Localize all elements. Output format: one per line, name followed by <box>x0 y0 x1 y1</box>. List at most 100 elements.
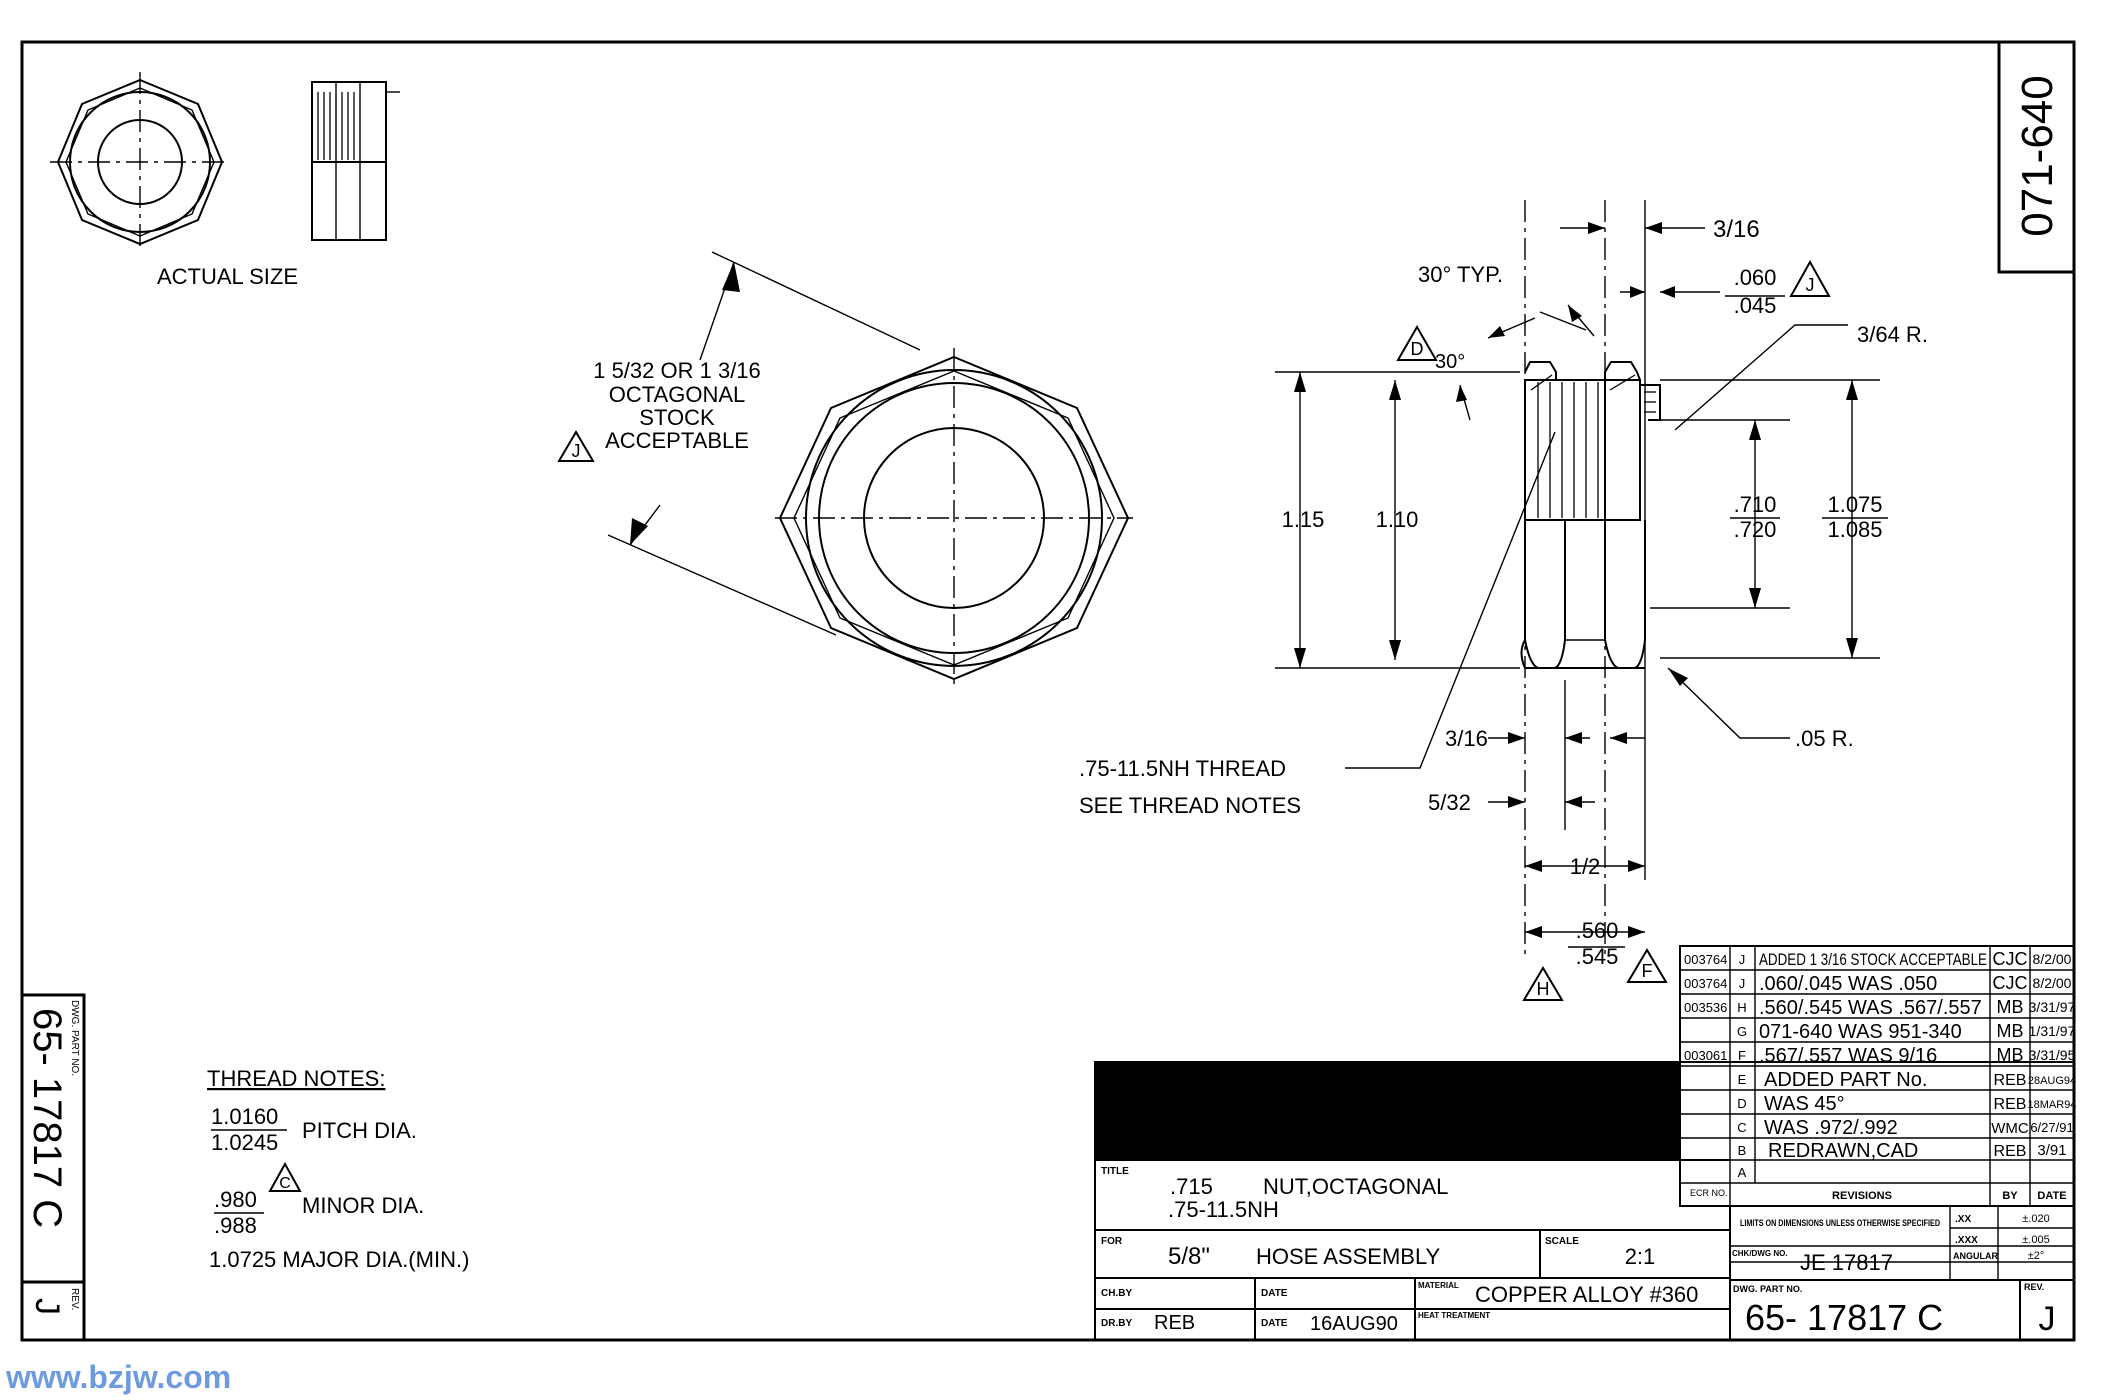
scale-label: SCALE <box>1545 1236 1579 1247</box>
side-block-rev: J <box>28 1298 66 1315</box>
minor-dia-lower: .988 <box>214 1213 257 1238</box>
rev-row-3-desc: 071-640 WAS 951-340 <box>1759 1021 1962 1043</box>
dim-top-width: 3/16 <box>1713 216 1760 243</box>
rev-row-4-rev: F <box>1738 1048 1746 1063</box>
flag-j: J <box>1806 275 1815 295</box>
dim-lower-532: 5/32 <box>1428 790 1471 815</box>
dim-radius-top: 3/64 R. <box>1857 322 1928 347</box>
for-value: HOSE ASSEMBLY <box>1256 1244 1441 1269</box>
chk-dwg-label: CHK/DWG NO. <box>1732 1249 1788 1258</box>
dim-angle-30: 30° <box>1435 351 1465 373</box>
revision-table: 003764 J ADDED 1 3/16 STOCK ACCEPTABLE C… <box>1679 945 2076 1207</box>
dr-date: 16AUG90 <box>1310 1313 1398 1335</box>
watermark: www.bzjw.com <box>5 1359 231 1395</box>
rev-row-8-date: 3/91 <box>2037 1142 2066 1159</box>
flag-h: H <box>1537 979 1550 999</box>
rev-row-5-rev: E <box>1738 1072 1747 1087</box>
dim-radius-bottom: .05 R. <box>1795 726 1854 751</box>
stock-note-line2: OCTAGONAL <box>609 382 746 407</box>
rev-row-1-date: 8/2/00 <box>2033 975 2072 991</box>
dim-bore-lower: .720 <box>1734 517 1777 542</box>
side-block-rev-label: REV. <box>69 1288 80 1310</box>
rev-row-7-rev: C <box>1737 1120 1746 1135</box>
section-dimensions: 30° TYP. 30° D 3/16 .060 .045 J 3/64 R. … <box>1282 216 1928 1001</box>
rev-row-8-rev: B <box>1738 1143 1747 1158</box>
rev-row-4-desc: .567/.557 WAS 9/16 <box>1759 1045 1937 1067</box>
scale-value: 2:1 <box>1625 1244 1656 1269</box>
redacted-company-block <box>1095 1062 1680 1160</box>
limits-label: LIMITS ON DIMENSIONS UNLESS OTHERWISE SP… <box>1740 1218 1940 1228</box>
part-label: DWG. PART NO. <box>1733 1284 1802 1294</box>
rev-row-8-by: REB <box>1994 1143 2027 1160</box>
side-part-number-block: DWG. PART NO. 65- 17817 C REV. J <box>20 993 86 1342</box>
rev-row-3-by: MB <box>1997 1021 2024 1041</box>
drawing-border <box>20 40 2076 1342</box>
rev-row-3-rev: G <box>1737 1024 1747 1039</box>
minor-dia-flag: C <box>279 1175 291 1192</box>
rev-row-6-by: REB <box>1994 1096 2027 1113</box>
rev-row-7-desc: WAS .972/.992 <box>1764 1117 1898 1139</box>
rev-row-5-desc: ADDED PART No. <box>1764 1069 1927 1091</box>
revision-flag-j-triangle-2 <box>1789 259 1831 297</box>
pitch-dia-lower: 1.0245 <box>211 1130 278 1155</box>
octagon-front-view <box>607 251 1133 690</box>
rev-row-6-rev: D <box>1737 1096 1746 1111</box>
dim-groove-lower: .045 <box>1734 293 1777 318</box>
dim-groove-upper: .060 <box>1734 265 1777 290</box>
dr-by: REB <box>1154 1312 1195 1334</box>
part-no: 65- 17817 C <box>1745 1297 1943 1338</box>
rev-row-1-desc: .060/.045 WAS .050 <box>1759 973 1937 995</box>
rev-row-8-desc: REDRAWN,CAD <box>1768 1140 1918 1162</box>
section-view <box>1275 200 1880 960</box>
tol-xxx: ±.005 <box>2022 1234 2049 1246</box>
side-block-number: 65- 17817 C <box>25 1008 69 1228</box>
tol-xxx-label: .XXX <box>1955 1235 1978 1246</box>
dim-length-upper: .560 <box>1576 918 1619 943</box>
title-part2: NUT,OCTAGONAL <box>1263 1174 1448 1199</box>
minor-dia-upper: .980 <box>214 1187 257 1212</box>
rev-row-0-ecn: 003764 <box>1684 952 1727 967</box>
minor-dia-label: MINOR DIA. <box>302 1193 424 1218</box>
stock-note-line4: ACCEPTABLE <box>605 428 749 453</box>
heat-label: HEAT TREATMENT <box>1418 1311 1490 1320</box>
rev-label: REV. <box>2024 1282 2044 1292</box>
rev-row-0-rev: J <box>1739 952 1746 967</box>
dim-length-lower: .545 <box>1576 944 1619 969</box>
rev-footer-by: BY <box>2002 1190 2018 1202</box>
chk-dwg: JE 17817 <box>1800 1250 1893 1275</box>
rev-row-9-rev: A <box>1738 1165 1747 1180</box>
rev-row-5-by: REB <box>1994 1072 2027 1089</box>
material: COPPER ALLOY #360 <box>1475 1282 1698 1307</box>
actual-size-side-view <box>311 81 400 241</box>
material-label: MATERIAL <box>1418 1281 1459 1290</box>
rev-row-4-date: 3/31/95 <box>2029 1047 2076 1063</box>
stock-note-line1: 1 5/32 OR 1 3/16 <box>593 358 761 383</box>
stock-note-line3: STOCK <box>639 405 715 430</box>
title-label: TITLE <box>1101 1166 1129 1177</box>
thread-notes-heading: THREAD NOTES: <box>207 1066 385 1091</box>
pitch-dia-label: PITCH DIA. <box>302 1118 417 1143</box>
for-label: FOR <box>1101 1236 1123 1247</box>
rev-row-1-rev: J <box>1739 976 1746 991</box>
thread-notes: THREAD NOTES: 1.0160 1.0245 PITCH DIA. .… <box>207 1066 469 1272</box>
flag-d: D <box>1411 339 1424 359</box>
chk-by-label: CH.BY <box>1101 1288 1132 1299</box>
dim-lower-316: 3/16 <box>1445 726 1488 751</box>
dim-overall-inner: 1.10 <box>1376 507 1419 532</box>
rev-row-6-desc: WAS 45° <box>1764 1093 1845 1115</box>
thread-callout-line2: SEE THREAD NOTES <box>1079 793 1301 818</box>
revision-flag-h-triangle <box>1522 966 1564 1001</box>
rev-row-2-ecn: 003536 <box>1684 1000 1727 1015</box>
rev-footer-ecr: ECR NO. <box>1690 1188 1728 1198</box>
title-block: TITLE .715 NUT,OCTAGONAL .75-11.5NH FOR … <box>1094 1061 2075 1341</box>
rev-footer-title: REVISIONS <box>1832 1190 1892 1202</box>
tol-xx: ±.020 <box>2022 1213 2049 1225</box>
revision-flag-f-triangle <box>1626 948 1668 983</box>
dim-od-upper: 1.075 <box>1827 492 1882 517</box>
rev-row-0-by: CJC <box>1993 949 2028 969</box>
revision-flag-j-triangle <box>557 430 595 462</box>
rev-footer-date: DATE <box>2037 1190 2066 1202</box>
dim-od-lower: 1.085 <box>1827 517 1882 542</box>
side-block-label: DWG. PART NO. <box>69 1000 80 1076</box>
